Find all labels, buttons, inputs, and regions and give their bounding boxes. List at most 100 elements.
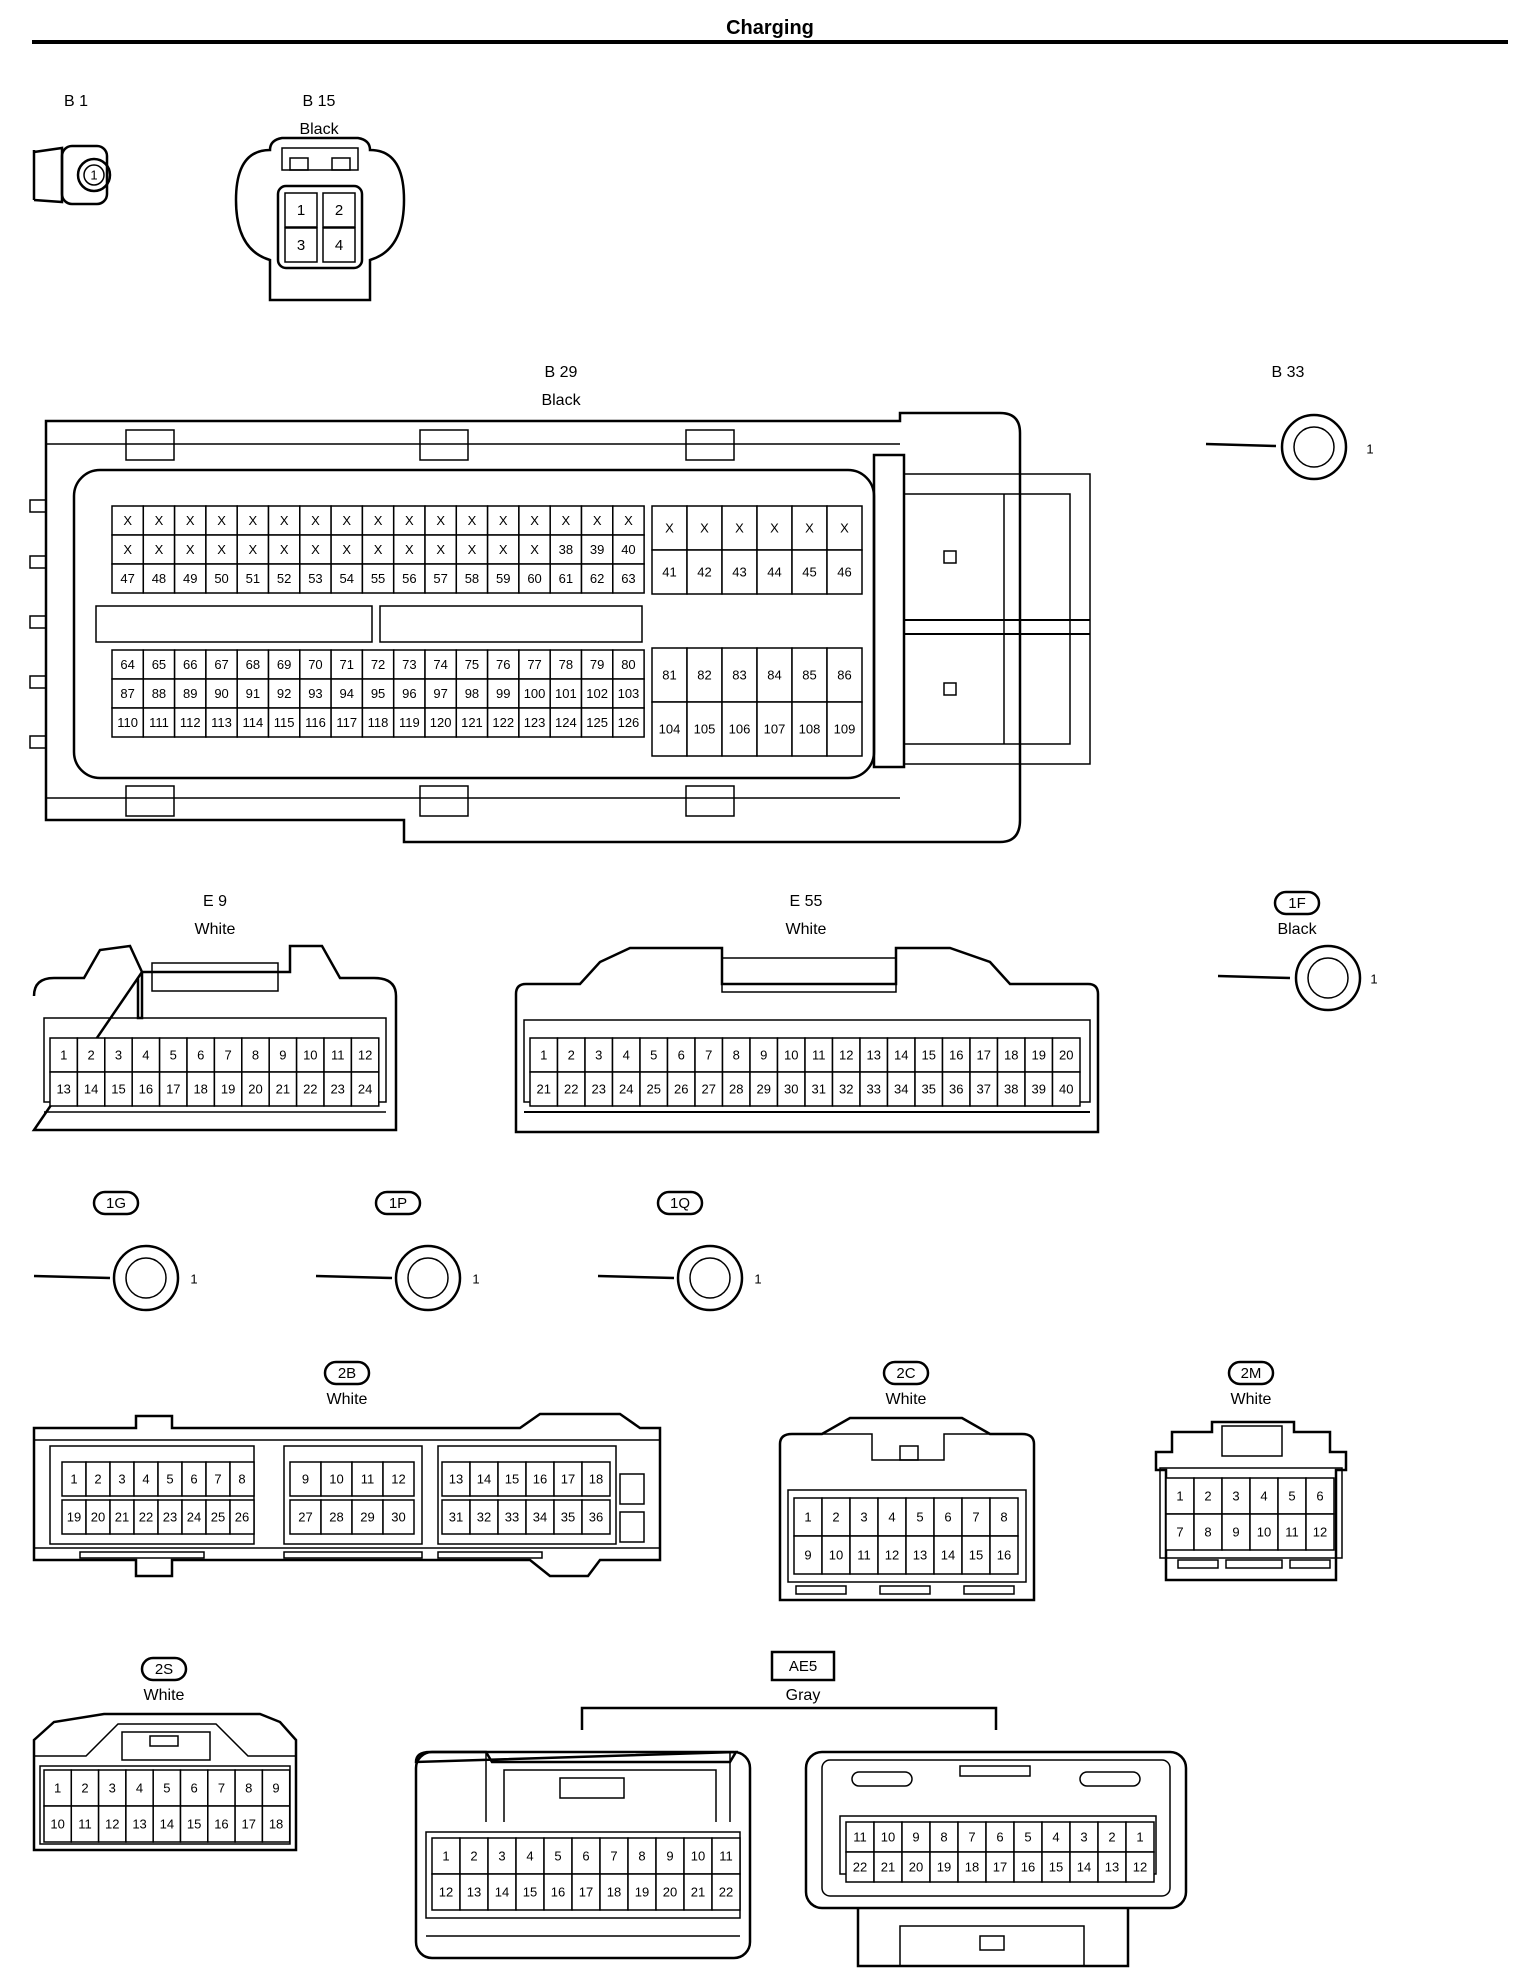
pin-label: X (530, 542, 539, 557)
pin-cell (289, 1499, 322, 1535)
pin-label: 9 (804, 1547, 811, 1562)
pin-label: 5 (1024, 1829, 1031, 1844)
pin-label: 11 (857, 1547, 871, 1562)
pin-label: 7 (224, 1047, 231, 1062)
pin-label: 9 (666, 1848, 673, 1863)
pin-cell (97, 1769, 127, 1807)
connector-1g: 1G 1 (33, 1190, 198, 1312)
pin-cell (486, 534, 520, 565)
pin-label: 23 (163, 1509, 177, 1524)
pin-label: 12 (439, 1884, 453, 1899)
pin-label: 10 (829, 1547, 843, 1562)
pin-cell (487, 1873, 517, 1911)
pin-cell (299, 505, 332, 536)
pin-cell (295, 1071, 325, 1107)
connector-1f: 1F Black 1 (1217, 890, 1378, 1012)
pin-label: 14 (160, 1816, 174, 1831)
pin-cell (459, 1837, 489, 1875)
pin-label: X (155, 542, 164, 557)
pin-label: 12 (1313, 1524, 1327, 1539)
connector-code: 2B (338, 1365, 356, 1382)
pin-label: 7 (1176, 1524, 1183, 1539)
pin-label: X (280, 542, 289, 557)
pin-cell (1305, 1477, 1335, 1515)
pin-cell (424, 678, 458, 709)
pin-label: 14 (894, 1047, 908, 1062)
pin-label: 55 (371, 571, 385, 586)
pin-label: X (593, 513, 602, 528)
pin-cell (49, 1071, 79, 1107)
pin-label: 33 (505, 1509, 519, 1524)
pin-label: X (468, 542, 477, 557)
pin-label: 88 (152, 686, 166, 701)
connector-color: White (144, 1687, 185, 1704)
pin-label: 3 (115, 1047, 122, 1062)
pin-label: 19 (937, 1859, 951, 1874)
pin-label: 89 (183, 686, 197, 701)
pin-label: 14 (941, 1547, 955, 1562)
pin-cell (1041, 1821, 1071, 1853)
pin-label: 87 (120, 686, 134, 701)
pin-label: 97 (433, 686, 447, 701)
pin-cell (111, 678, 145, 709)
pin-cell (901, 1851, 931, 1883)
pin-label: 2 (1204, 1488, 1211, 1503)
pin-cell (1125, 1821, 1155, 1853)
pin-label: 44 (767, 564, 781, 579)
pin-label: 18 (193, 1081, 207, 1096)
pin-label: 10 (303, 1047, 317, 1062)
pin-cell (756, 701, 793, 757)
pin-label: 15 (187, 1816, 201, 1831)
pin-label: 52 (277, 571, 291, 586)
pin-label: 6 (996, 1829, 1003, 1844)
pin-cell (241, 1037, 270, 1073)
pin-label: 4 (142, 1047, 149, 1062)
pin-label: 69 (277, 657, 291, 672)
pin-cell (236, 707, 270, 738)
pin-label: 22 (139, 1509, 153, 1524)
pin-cell (382, 1499, 415, 1535)
connector-color: White (886, 1391, 927, 1408)
pin-label: 34 (894, 1081, 908, 1096)
pin-label: 37 (977, 1081, 991, 1096)
pin-label: 3 (109, 1780, 116, 1795)
pin-label: 36 (949, 1081, 963, 1096)
pin-label: 38 (1004, 1081, 1018, 1096)
pin-label: 1 (1366, 441, 1373, 456)
pin-label: 111 (149, 715, 169, 730)
pin-cell (125, 1805, 154, 1843)
pin-label: 8 (245, 1780, 252, 1795)
pin-label: 8 (1204, 1524, 1211, 1539)
pin-label: 45 (802, 564, 816, 579)
pin-cell (131, 1071, 161, 1107)
pin-cell (455, 505, 489, 536)
pin-cell (886, 1037, 916, 1073)
pin-label: 99 (496, 686, 510, 701)
pin-label: 12 (885, 1547, 899, 1562)
pin-cell (612, 505, 645, 536)
pin-label: 39 (590, 542, 604, 557)
pin-label: 11 (812, 1047, 826, 1062)
pin-cell (1277, 1513, 1307, 1551)
pin-label: X (624, 513, 633, 528)
pin-label: 3 (1080, 1829, 1087, 1844)
pin-label: 9 (272, 1780, 279, 1795)
pin-label: 22 (719, 1884, 733, 1899)
pin-label: 28 (729, 1081, 743, 1096)
pin-label: 93 (308, 686, 322, 701)
connector-code: B 15 (303, 93, 336, 110)
pin-label: X (805, 520, 814, 535)
pin-label: 36 (589, 1509, 603, 1524)
pin-label: X (186, 542, 195, 557)
pin-label: 16 (949, 1047, 963, 1062)
pin-cell (711, 1873, 741, 1911)
pin-label: 10 (881, 1829, 895, 1844)
pin-label: 65 (152, 657, 166, 672)
pin-cell (756, 647, 793, 703)
pin-label: 70 (308, 657, 322, 672)
pin-label: 38 (559, 542, 573, 557)
pin-cell (529, 1037, 559, 1073)
pin-cell (181, 1461, 207, 1497)
pin-label: 1 (754, 1271, 761, 1286)
